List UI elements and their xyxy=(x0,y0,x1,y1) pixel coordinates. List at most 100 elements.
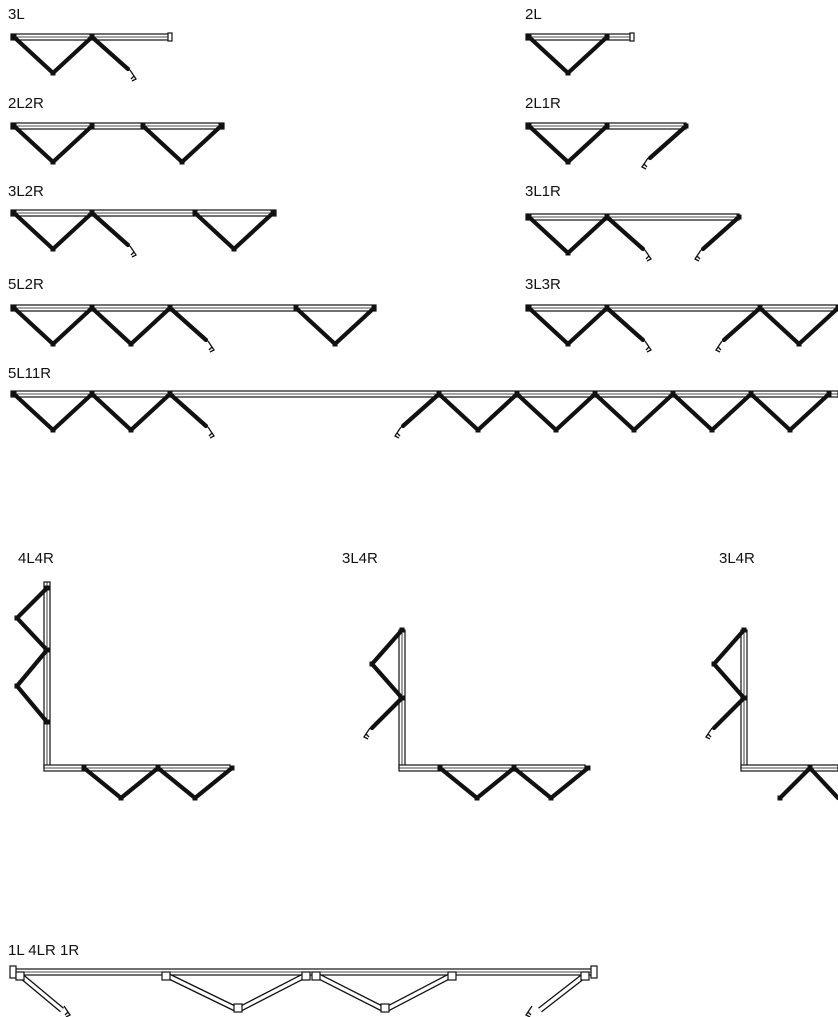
door-panel xyxy=(711,695,747,731)
door-panel xyxy=(89,305,134,347)
door-panel xyxy=(293,305,338,347)
label-3L1R: 3L1R xyxy=(525,183,561,200)
hinge-point xyxy=(683,123,689,129)
hinge-point xyxy=(50,427,56,433)
hinge-point xyxy=(11,391,17,397)
hinge-point xyxy=(155,765,161,771)
hinge-point xyxy=(128,341,134,347)
handle-symbol xyxy=(525,1005,533,1017)
door-panel xyxy=(807,765,838,801)
hinge-point xyxy=(369,661,375,667)
diagram-5L11R xyxy=(10,390,838,439)
door-drawings xyxy=(9,32,838,1017)
pivot-block xyxy=(380,1003,390,1013)
door-panel xyxy=(192,765,235,801)
door-panel-inner xyxy=(538,973,587,1012)
door-panel xyxy=(709,391,754,433)
hinge-point xyxy=(553,427,559,433)
door-panel xyxy=(711,661,747,701)
hinge-point xyxy=(604,123,610,129)
hinge-point xyxy=(511,765,517,771)
hinge-point xyxy=(526,214,532,220)
hinge-point xyxy=(565,250,571,256)
hinge-point xyxy=(748,391,754,397)
diagram-2L xyxy=(525,32,635,76)
hinge-point xyxy=(11,210,17,216)
hinge-point xyxy=(796,341,802,347)
door-panel xyxy=(231,210,276,252)
door-panel-inner xyxy=(18,973,64,1012)
hinge-point xyxy=(50,70,56,76)
door-panel xyxy=(11,210,56,252)
door-panel xyxy=(50,34,95,76)
door-panel xyxy=(14,647,50,689)
door-panel xyxy=(526,123,571,165)
hinge-point xyxy=(565,70,571,76)
door-panel xyxy=(369,627,405,667)
door-panel xyxy=(757,305,802,347)
hinge-point xyxy=(736,214,742,220)
door-panel xyxy=(553,391,598,433)
label-2L: 2L xyxy=(525,6,542,23)
hinge-point xyxy=(526,305,532,311)
hinge-point xyxy=(475,427,481,433)
hinge-point xyxy=(140,123,146,129)
door-panel xyxy=(514,391,559,433)
label-3L2R: 3L2R xyxy=(8,183,44,200)
hinge-point xyxy=(44,719,50,725)
handle-symbol xyxy=(644,340,652,353)
track-endcap xyxy=(167,32,173,42)
door-panel xyxy=(50,123,95,165)
hinge-point xyxy=(711,661,717,667)
door-panel xyxy=(565,214,610,256)
diagram-3L3R xyxy=(525,304,838,353)
hinge-point xyxy=(11,123,17,129)
diagram-2L2R xyxy=(10,122,225,165)
hinge-point xyxy=(787,427,793,433)
label-3L4R-b: 3L4R xyxy=(719,550,755,567)
label-3L3R: 3L3R xyxy=(525,276,561,293)
door-panel xyxy=(475,391,520,433)
handle-symbol xyxy=(207,426,215,439)
track-endcap xyxy=(629,32,635,42)
hinge-point xyxy=(709,427,715,433)
hinge-point xyxy=(526,123,532,129)
hinge-point xyxy=(14,615,20,621)
door-panel xyxy=(89,34,131,72)
door-panel xyxy=(332,305,377,347)
door-panel xyxy=(140,123,185,165)
hinge-point xyxy=(89,305,95,311)
hinge-point xyxy=(50,341,56,347)
label-3L: 3L xyxy=(8,6,25,23)
hinge-point xyxy=(757,305,763,311)
door-panel xyxy=(565,34,610,76)
hinge-point xyxy=(270,210,276,216)
diagram-3L4R-b xyxy=(705,627,838,801)
door-panel xyxy=(670,391,715,433)
handle-symbol xyxy=(644,249,652,262)
door-panel xyxy=(474,765,517,801)
hinge-point xyxy=(81,765,87,771)
door-panel xyxy=(155,765,198,801)
hinge-point xyxy=(585,765,591,771)
diagram-1L-4LR-1R xyxy=(9,965,598,1017)
hinge-point xyxy=(179,159,185,165)
hinge-point xyxy=(670,391,676,397)
door-panel xyxy=(50,210,95,252)
label-5L11R: 5L11R xyxy=(8,365,51,382)
door-panel xyxy=(50,391,95,433)
hinge-point xyxy=(11,305,17,311)
door-panel xyxy=(565,123,610,165)
hinge-point xyxy=(44,647,50,653)
door-panel xyxy=(128,305,173,347)
door-panel xyxy=(565,305,610,347)
door-panel xyxy=(118,765,161,801)
door-panel xyxy=(604,214,646,252)
door-panel xyxy=(748,391,793,433)
door-panel xyxy=(511,765,554,801)
door-panel xyxy=(526,214,571,256)
hinge-point xyxy=(604,34,610,40)
hinge-point xyxy=(631,427,637,433)
hinge-point xyxy=(514,391,520,397)
